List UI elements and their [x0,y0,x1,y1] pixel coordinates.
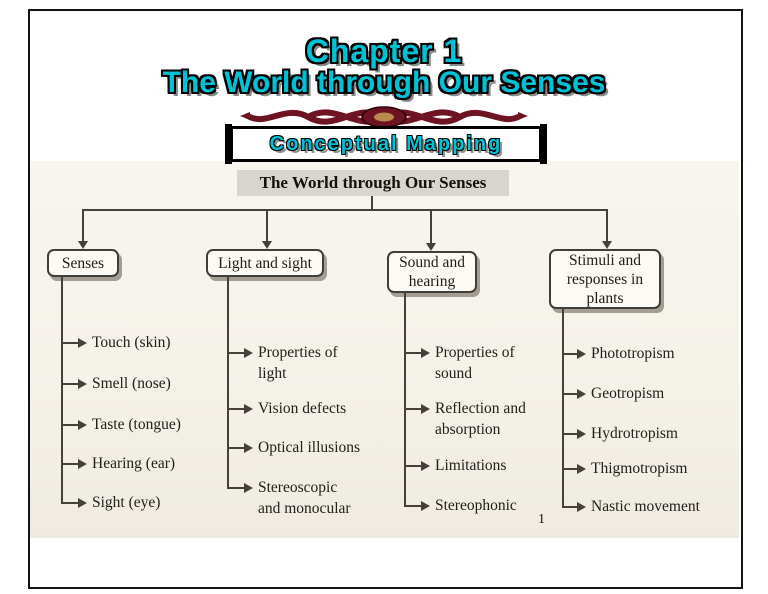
item-nastic-movement: Nastic movement [591,498,700,515]
node-stimuli-and-responses-in-plants: Stimuli and responses in plants [549,249,661,309]
item-sight-eye: Sight (eye) [92,494,161,511]
arrow-down-icon [78,241,88,249]
connector-line [227,408,244,410]
slide-border [28,9,743,589]
concept-map-background [30,161,739,538]
page-number: 1 [538,512,545,527]
banner-box: Conceptual Mapping [225,124,547,164]
item-hearing-ear: Hearing (ear) [92,455,176,472]
chapter-title: Chapter 1 [305,33,463,69]
connector-line [61,277,63,504]
connector-line [227,277,229,489]
slide-subtitle: The World through Our Senses [162,66,606,99]
connector-line [61,424,78,426]
connector-line [61,383,78,385]
item-geotropism: Geotropism [591,385,665,402]
arrow-right-icon [577,502,586,512]
item-taste-tongue: Taste (tongue) [92,416,181,433]
item-optical-illusions: Optical illusions [258,439,361,456]
node-light-and-sight: Light and sight [206,249,324,277]
connector-line [82,209,84,242]
arrow-down-icon [426,243,436,251]
arrow-right-icon [244,348,253,358]
arrow-right-icon [78,459,87,469]
arrow-right-icon [78,379,87,389]
arrow-right-icon [577,389,586,399]
connector-line [61,502,78,504]
connector-line [227,447,244,449]
item-hydrotropism: Hydrotropism [591,425,678,442]
banner-label: Conceptual Mapping [269,132,503,155]
connector-line [562,353,577,355]
node-senses: Senses [47,249,119,277]
arrow-down-icon [602,241,612,249]
item-vision-defects: Vision defects [258,400,347,417]
connector-line [562,393,577,395]
connector-line [227,352,244,354]
connector-line [562,468,577,470]
connector-line [430,209,432,244]
item-properties-of-light: Properties of light [258,344,338,382]
item-reflection-and-absorption: Reflection and absorption [435,400,526,438]
arrow-down-icon [262,241,272,249]
item-touch-skin: Touch (skin) [92,334,171,351]
item-thigmotropism: Thigmotropism [591,460,688,477]
arrow-right-icon [421,501,430,511]
connector-line [371,196,373,211]
arrow-right-icon [78,338,87,348]
arrow-right-icon [244,404,253,414]
item-stereophonic: Stereophonic [435,497,517,514]
item-limitations: Limitations [435,457,507,474]
connector-line [404,352,421,354]
arrow-right-icon [577,464,586,474]
arrow-right-icon [244,483,253,493]
connector-line [61,463,78,465]
item-stereoscopic-and-monocular: Stereoscopic and monocular [258,479,351,517]
arrow-right-icon [244,443,253,453]
connector-line [404,408,421,410]
connector-line [562,433,577,435]
item-properties-of-sound: Properties of sound [435,344,515,382]
connector-line [266,209,268,242]
connector-line [562,506,577,508]
connector-line [404,293,406,507]
connector-line [606,209,608,242]
connector-line [61,342,78,344]
node-sound-and-hearing: Sound and hearing [387,251,477,293]
connector-line [404,505,421,507]
item-smell-nose: Smell (nose) [92,375,171,392]
connector-line [562,309,564,508]
arrow-right-icon [577,349,586,359]
arrow-right-icon [421,461,430,471]
map-root-title: The World through Our Senses [237,170,509,196]
connector-line [82,209,608,211]
arrow-right-icon [421,404,430,414]
item-phototropism: Phototropism [591,345,675,362]
arrow-right-icon [78,498,87,508]
arrow-right-icon [421,348,430,358]
connector-line [227,487,244,489]
arrow-right-icon [577,429,586,439]
connector-line [404,465,421,467]
arrow-right-icon [78,420,87,430]
